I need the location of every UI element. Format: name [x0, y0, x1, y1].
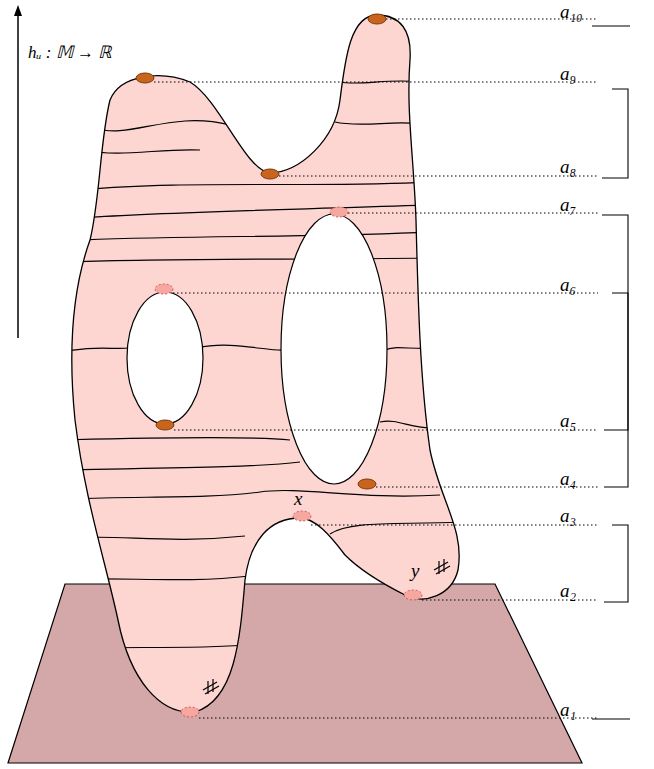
- large-hole: [281, 214, 387, 484]
- level-label: a₉: [560, 64, 576, 83]
- small-hole: [127, 292, 203, 424]
- level-curves: [60, 81, 460, 650]
- level-label: a₄: [560, 469, 576, 488]
- level-label: a₈: [560, 157, 576, 176]
- level-label: a₅: [560, 411, 576, 430]
- level-label: a₇: [560, 195, 576, 214]
- brackets: [592, 26, 630, 719]
- point-label: x: [294, 489, 302, 508]
- surface-outline: [72, 15, 459, 712]
- height-arrow: [14, 5, 22, 338]
- level-label: a₁₀: [560, 2, 583, 21]
- level-label: a₂: [560, 581, 576, 600]
- critical-level-lines: [154, 19, 598, 718]
- critical-points-hidden: [155, 207, 422, 717]
- level-label: a₃: [560, 506, 576, 525]
- critical-points-filled: [136, 14, 386, 489]
- axis-label: hᵤ : 𝕄 → ℝ: [28, 44, 111, 61]
- point-label: y: [411, 561, 419, 580]
- level-label: a₁: [560, 700, 576, 719]
- level-label: a₆: [560, 275, 576, 294]
- ground-plane: [8, 584, 582, 763]
- hash-marks: [203, 559, 450, 694]
- surface: [72, 15, 459, 712]
